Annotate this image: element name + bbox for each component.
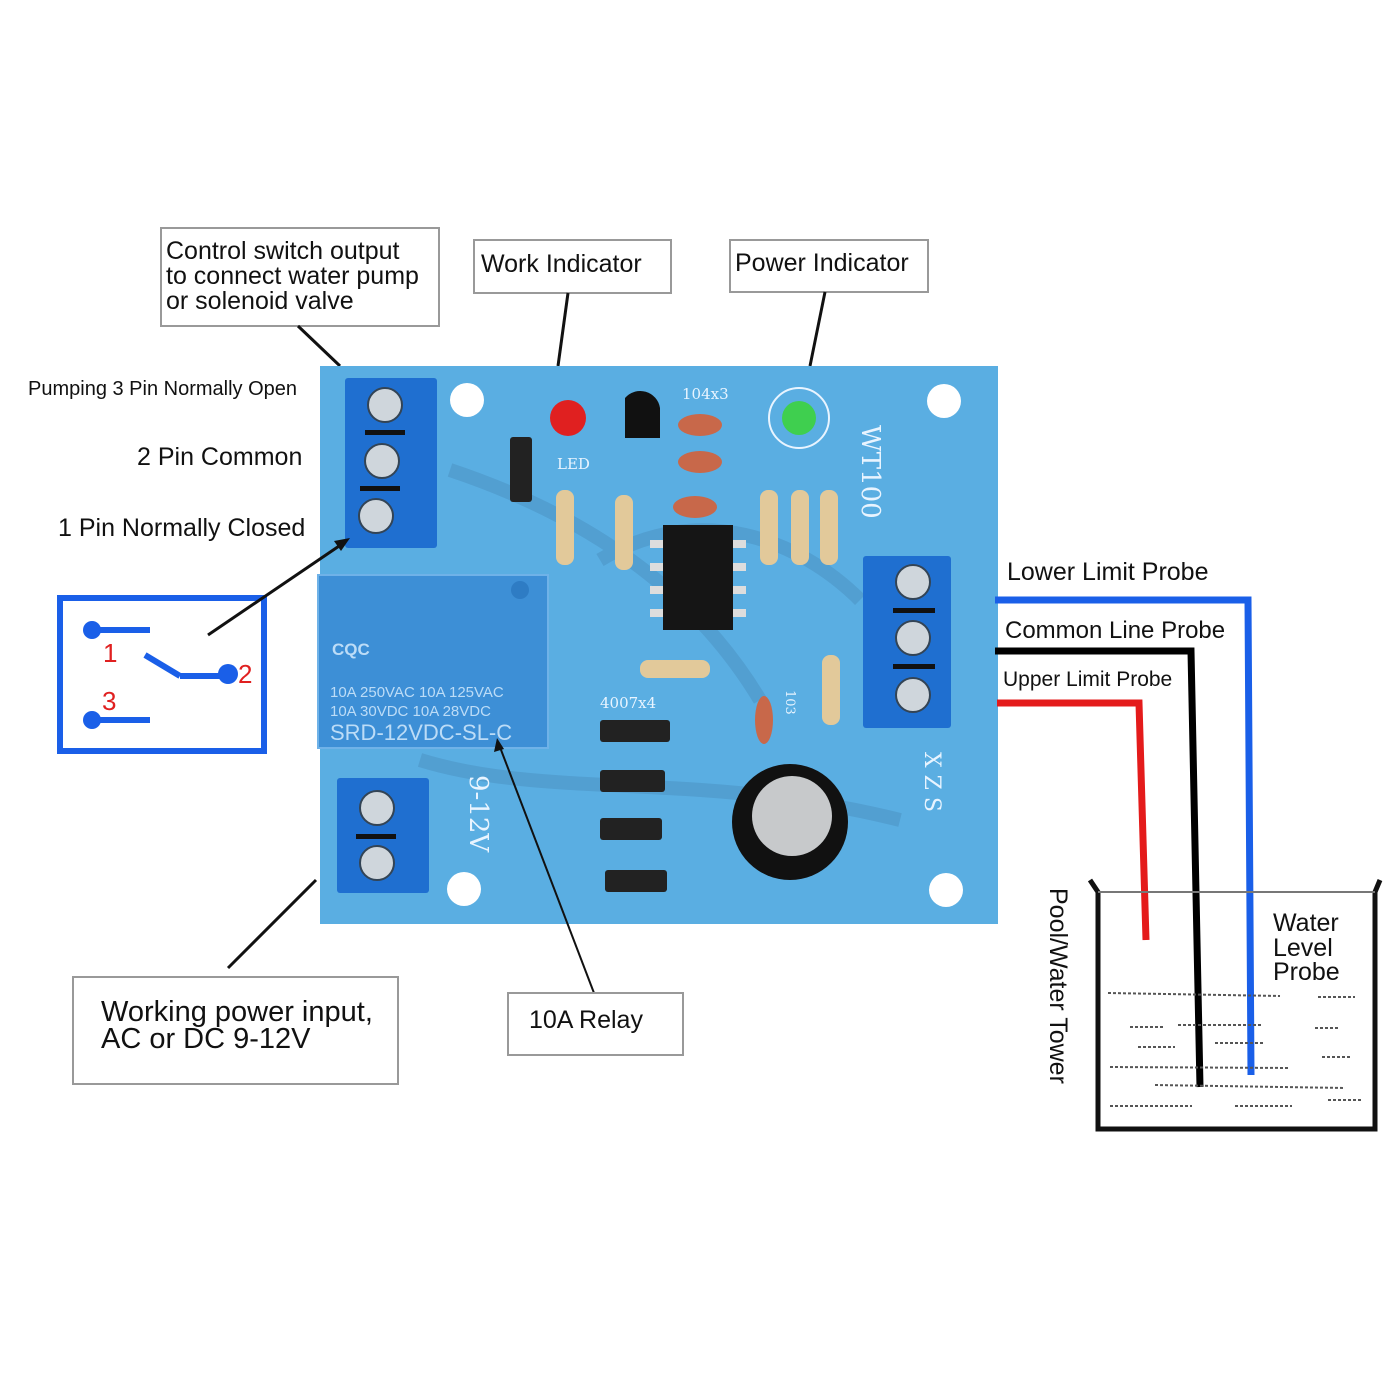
callout-line: or solenoid valve xyxy=(166,287,354,315)
callout-text: Power Indicator xyxy=(735,249,909,277)
callout-line: to connect water pump xyxy=(166,262,419,290)
relay-switch-symbol: 1 2 3 xyxy=(57,538,350,754)
callout-power-input: Working power input, AC or DC 9-12V xyxy=(72,878,399,1085)
relay-rating: 10A 30VDC 10A 28VDC xyxy=(330,703,491,720)
cap-silk: 104x3 xyxy=(682,385,729,403)
mounting-hole xyxy=(450,383,484,417)
ic-chip xyxy=(650,525,746,630)
ceramic-capacitor xyxy=(678,451,722,473)
led-silk: LED xyxy=(557,455,590,473)
power-led xyxy=(782,401,816,435)
callout-line: Working power input, xyxy=(101,996,373,1028)
callout-relay: 10A Relay xyxy=(494,738,684,1056)
switch-node-2: 2 xyxy=(238,659,252,689)
voltage-silk: 9-12V xyxy=(463,775,493,853)
pin3-label: Pumping 3 Pin Normally Open xyxy=(28,378,297,400)
switch-node-1: 1 xyxy=(103,638,117,668)
common-wire xyxy=(995,647,1204,1088)
model-silk: WT100 xyxy=(855,425,885,519)
probe-terminal-block xyxy=(863,556,951,728)
diode-silk: 4007x4 xyxy=(600,694,656,712)
switch-node-3: 3 xyxy=(102,686,116,716)
xzs-silk: X Z S xyxy=(919,752,944,812)
mounting-hole xyxy=(927,384,961,418)
power-terminal-block xyxy=(337,778,429,893)
tank-label: Pool/Water Tower xyxy=(1044,888,1072,1084)
common-line-label: Common Line Probe xyxy=(1005,617,1225,644)
relay-model: SRD-12VDC-SL-C xyxy=(330,720,512,745)
relay-rating: 10A 250VAC 10A 125VAC xyxy=(330,684,504,701)
resistors xyxy=(556,490,840,725)
mounting-hole xyxy=(447,872,481,906)
upper-limit-label: Upper Limit Probe xyxy=(1003,668,1172,691)
probe-label: Probe xyxy=(1273,958,1340,986)
callout-work-indicator: Work Indicator xyxy=(473,239,672,367)
relay: CQC 10A 250VAC 10A 125VAC 10A 30VDC 10A … xyxy=(317,574,549,749)
probe-wires xyxy=(995,596,1255,1088)
callout-control-output: Control switch output to connect water p… xyxy=(160,227,440,368)
probe-label: Water xyxy=(1273,909,1339,937)
callout-power-indicator: Power Indicator xyxy=(729,239,929,367)
callout-text: Work Indicator xyxy=(481,250,642,278)
probe-label: Level xyxy=(1273,934,1333,962)
callout-line: AC or DC 9-12V xyxy=(101,1023,311,1055)
arrow xyxy=(207,540,346,637)
callout-text: 10A Relay xyxy=(529,1006,643,1034)
upper-limit-wire xyxy=(997,699,1150,941)
ceramic-capacitor xyxy=(755,696,773,744)
pin2-label: 2 Pin Common xyxy=(137,443,302,471)
pcb-board: CQC 10A 250VAC 10A 125VAC 10A 30VDC 10A … xyxy=(317,366,998,924)
callout-line: Control switch output xyxy=(166,237,400,265)
cqc-mark: CQC xyxy=(332,640,370,659)
cap-103-silk: 103 xyxy=(782,690,797,715)
diodes xyxy=(510,437,670,892)
mounting-hole xyxy=(929,873,963,907)
transistor xyxy=(625,390,660,438)
water-tank: Water Level Probe xyxy=(1087,878,1383,1132)
ceramic-capacitor xyxy=(673,496,717,518)
lower-limit-wire xyxy=(995,596,1255,1076)
output-terminal-block xyxy=(345,378,437,548)
pin1-label: 1 Pin Normally Closed xyxy=(58,514,305,542)
lower-limit-label: Lower Limit Probe xyxy=(1007,558,1208,586)
ceramic-capacitor xyxy=(678,414,722,436)
work-led xyxy=(550,400,586,436)
